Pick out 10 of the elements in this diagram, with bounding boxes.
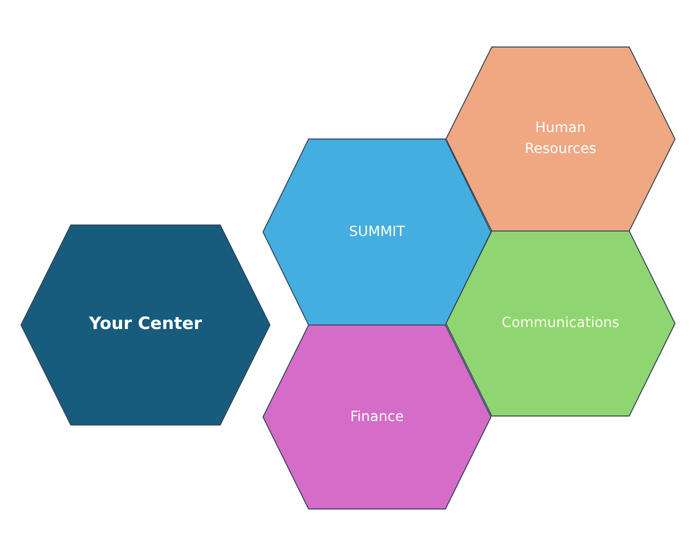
hexagon bbox=[446, 47, 675, 231]
hexagon-label: SUMMIT bbox=[349, 222, 405, 242]
hexagon-label: Communications bbox=[502, 314, 620, 333]
hexagon bbox=[263, 139, 491, 325]
hexagon-label: Human Resources bbox=[524, 119, 598, 159]
hexagon bbox=[263, 325, 491, 509]
hexagon-label: Your Center bbox=[89, 313, 202, 336]
hexagon bbox=[21, 225, 270, 425]
hexagon-label: Finance bbox=[350, 408, 404, 426]
hexagon bbox=[446, 231, 675, 416]
